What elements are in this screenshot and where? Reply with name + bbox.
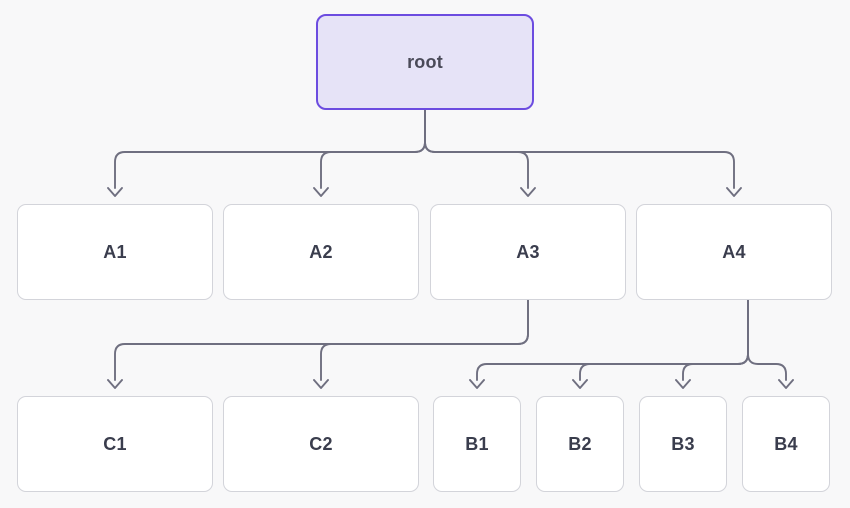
node-b4[interactable]: B4	[742, 396, 830, 492]
arrowhead-B2	[572, 379, 588, 389]
node-c2-label: C2	[309, 434, 333, 454]
node-root[interactable]: root	[316, 14, 534, 110]
node-a3-label: A3	[516, 242, 540, 262]
node-a1-label: A1	[103, 242, 127, 262]
node-a2[interactable]: A2	[223, 204, 419, 300]
edge-root-A1	[114, 109, 426, 189]
node-a2-label: A2	[309, 242, 333, 262]
edge-A3-C2	[320, 299, 529, 381]
node-c2[interactable]: C2	[223, 396, 419, 492]
node-c1-label: C1	[103, 434, 127, 454]
edge-root-A4	[424, 109, 735, 189]
node-a1[interactable]: A1	[17, 204, 213, 300]
node-a3[interactable]: A3	[430, 204, 626, 300]
edge-A4-B4	[747, 299, 787, 381]
node-b2-label: B2	[568, 434, 592, 454]
arrowhead-C1	[107, 379, 123, 389]
arrowhead-A4	[726, 187, 742, 197]
arrowhead-A2	[313, 187, 329, 197]
edge-group-A4	[476, 299, 787, 381]
node-b3[interactable]: B3	[639, 396, 727, 492]
node-a4-label: A4	[722, 242, 746, 262]
arrowhead-B1	[469, 379, 485, 389]
arrowhead-B4	[778, 379, 794, 389]
node-b1[interactable]: B1	[433, 396, 521, 492]
node-c1[interactable]: C1	[17, 396, 213, 492]
arrowhead-C2	[313, 379, 329, 389]
arrowhead-A1	[107, 187, 123, 197]
node-b3-label: B3	[671, 434, 695, 454]
edge-group-root	[114, 109, 735, 189]
edge-A4-B2	[579, 299, 749, 381]
edge-A3-C1	[114, 299, 529, 381]
node-root-label: root	[407, 52, 443, 72]
node-b4-label: B4	[774, 434, 798, 454]
arrowhead-B3	[675, 379, 691, 389]
edge-A4-B1	[476, 299, 749, 381]
edge-root-A2	[320, 109, 426, 189]
node-b2[interactable]: B2	[536, 396, 624, 492]
edge-A4-B3	[682, 299, 749, 381]
node-a4[interactable]: A4	[636, 204, 832, 300]
arrowhead-A3	[520, 187, 536, 197]
node-b1-label: B1	[465, 434, 489, 454]
edge-root-A3	[424, 109, 529, 189]
edge-group-A3	[114, 299, 529, 381]
